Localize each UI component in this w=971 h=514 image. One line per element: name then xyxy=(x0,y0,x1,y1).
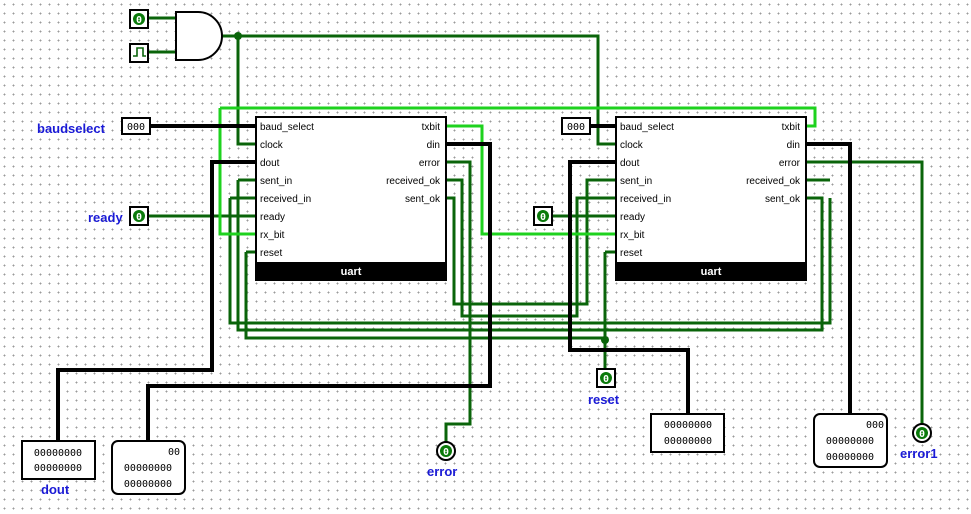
svg-text:0: 0 xyxy=(136,15,142,26)
svg-text:000: 000 xyxy=(567,122,585,133)
wire-loop-outer xyxy=(236,180,824,332)
svg-text:reset: reset xyxy=(620,248,642,259)
wire-error1 xyxy=(807,160,924,428)
baudselect-label: baudselect xyxy=(37,121,106,136)
reset-input[interactable]: 0 xyxy=(596,368,616,388)
wires-low xyxy=(148,16,924,444)
ready-input-right[interactable]: 0 xyxy=(533,206,553,226)
svg-text:ready: ready xyxy=(260,212,285,223)
and-gate xyxy=(175,11,223,61)
svg-text:00000000: 00000000 xyxy=(34,463,82,474)
bus-dout-left xyxy=(56,160,257,444)
error-output: 0 xyxy=(436,441,456,461)
svg-text:error: error xyxy=(419,158,441,169)
dout-label: dout xyxy=(41,482,70,497)
ready-label: ready xyxy=(88,210,123,225)
baudselect-input[interactable]: 000 xyxy=(121,117,151,135)
svg-text:dout: dout xyxy=(620,158,640,169)
svg-text:000: 000 xyxy=(866,420,884,431)
svg-text:uart: uart xyxy=(701,266,722,278)
svg-text:ready: ready xyxy=(620,212,645,223)
svg-text:000: 000 xyxy=(127,122,145,133)
junction-dot xyxy=(601,336,609,344)
svg-text:rx_bit: rx_bit xyxy=(620,230,645,241)
din-probe-left: 00 00000000 00000000 xyxy=(111,440,186,495)
svg-text:sent_ok: sent_ok xyxy=(405,194,441,205)
svg-text:sent_ok: sent_ok xyxy=(765,194,801,205)
din-probe-right: 000 00000000 00000000 xyxy=(813,413,888,468)
error1-label: error1 xyxy=(900,446,938,461)
svg-text:txbit: txbit xyxy=(782,122,801,133)
svg-text:uart: uart xyxy=(341,266,362,278)
wire-txbit-left xyxy=(446,124,617,236)
svg-text:00: 00 xyxy=(168,447,180,458)
svg-text:0: 0 xyxy=(540,212,546,223)
svg-text:baud_select: baud_select xyxy=(620,122,674,133)
svg-text:0: 0 xyxy=(919,429,925,440)
svg-text:0: 0 xyxy=(136,212,142,223)
wire-txbit-right xyxy=(220,106,817,128)
reset-label: reset xyxy=(588,392,620,407)
svg-text:clock: clock xyxy=(620,140,644,151)
error1-output: 0 xyxy=(912,423,932,443)
clock-icon xyxy=(133,47,146,57)
wire-recv-ok-left xyxy=(446,178,617,318)
bus-din-right xyxy=(807,142,852,416)
svg-text:sent_in: sent_in xyxy=(260,176,292,187)
svg-text:sent_in: sent_in xyxy=(620,176,652,187)
svg-text:baud_select: baud_select xyxy=(260,122,314,133)
uart-left[interactable]: uart baud_select clock dout sent_in rece… xyxy=(255,116,447,281)
svg-text:0: 0 xyxy=(443,447,449,458)
svg-text:clock: clock xyxy=(260,140,284,151)
bus-din-left xyxy=(146,142,492,444)
svg-text:din: din xyxy=(787,140,800,151)
wire-sent-ok-left xyxy=(446,178,617,306)
dout-probe: 00000000 00000000 xyxy=(21,440,96,480)
svg-text:00000000: 00000000 xyxy=(664,420,712,431)
wire-clock-right xyxy=(222,34,617,146)
wire-error xyxy=(444,160,472,444)
svg-text:00000000: 00000000 xyxy=(124,479,172,490)
wire-reset-left xyxy=(244,252,605,340)
ready-input[interactable]: 0 xyxy=(129,206,149,226)
svg-text:received_ok: received_ok xyxy=(386,176,441,187)
wire-rxbit-left xyxy=(218,108,257,236)
svg-text:received_in: received_in xyxy=(260,194,311,205)
baud-input-right[interactable]: 000 xyxy=(561,117,591,135)
svg-text:00000000: 00000000 xyxy=(826,452,874,463)
clock-input[interactable] xyxy=(129,43,149,63)
buses xyxy=(56,124,852,444)
svg-text:0: 0 xyxy=(603,374,609,385)
svg-text:reset: reset xyxy=(260,248,282,259)
svg-text:dout: dout xyxy=(260,158,280,169)
svg-text:error: error xyxy=(779,158,801,169)
uart-right[interactable]: uart baud_select clock dout sent_in rece… xyxy=(615,116,807,281)
wire-clock-left xyxy=(236,36,257,146)
svg-text:txbit: txbit xyxy=(422,122,441,133)
junction-dot xyxy=(234,32,242,40)
and-input-pin[interactable]: 0 xyxy=(129,9,149,29)
svg-text:rx_bit: rx_bit xyxy=(260,230,285,241)
svg-text:00000000: 00000000 xyxy=(124,463,172,474)
svg-text:din: din xyxy=(427,140,440,151)
svg-text:received_ok: received_ok xyxy=(746,176,801,187)
svg-text:00000000: 00000000 xyxy=(34,448,82,459)
wires-high xyxy=(218,106,817,236)
bus-dout-right xyxy=(568,160,690,416)
svg-text:received_in: received_in xyxy=(620,194,671,205)
svg-text:00000000: 00000000 xyxy=(826,436,874,447)
svg-text:00000000: 00000000 xyxy=(664,436,712,447)
dout-probe-right: 00000000 00000000 xyxy=(650,413,725,453)
error-label: error xyxy=(427,464,457,479)
